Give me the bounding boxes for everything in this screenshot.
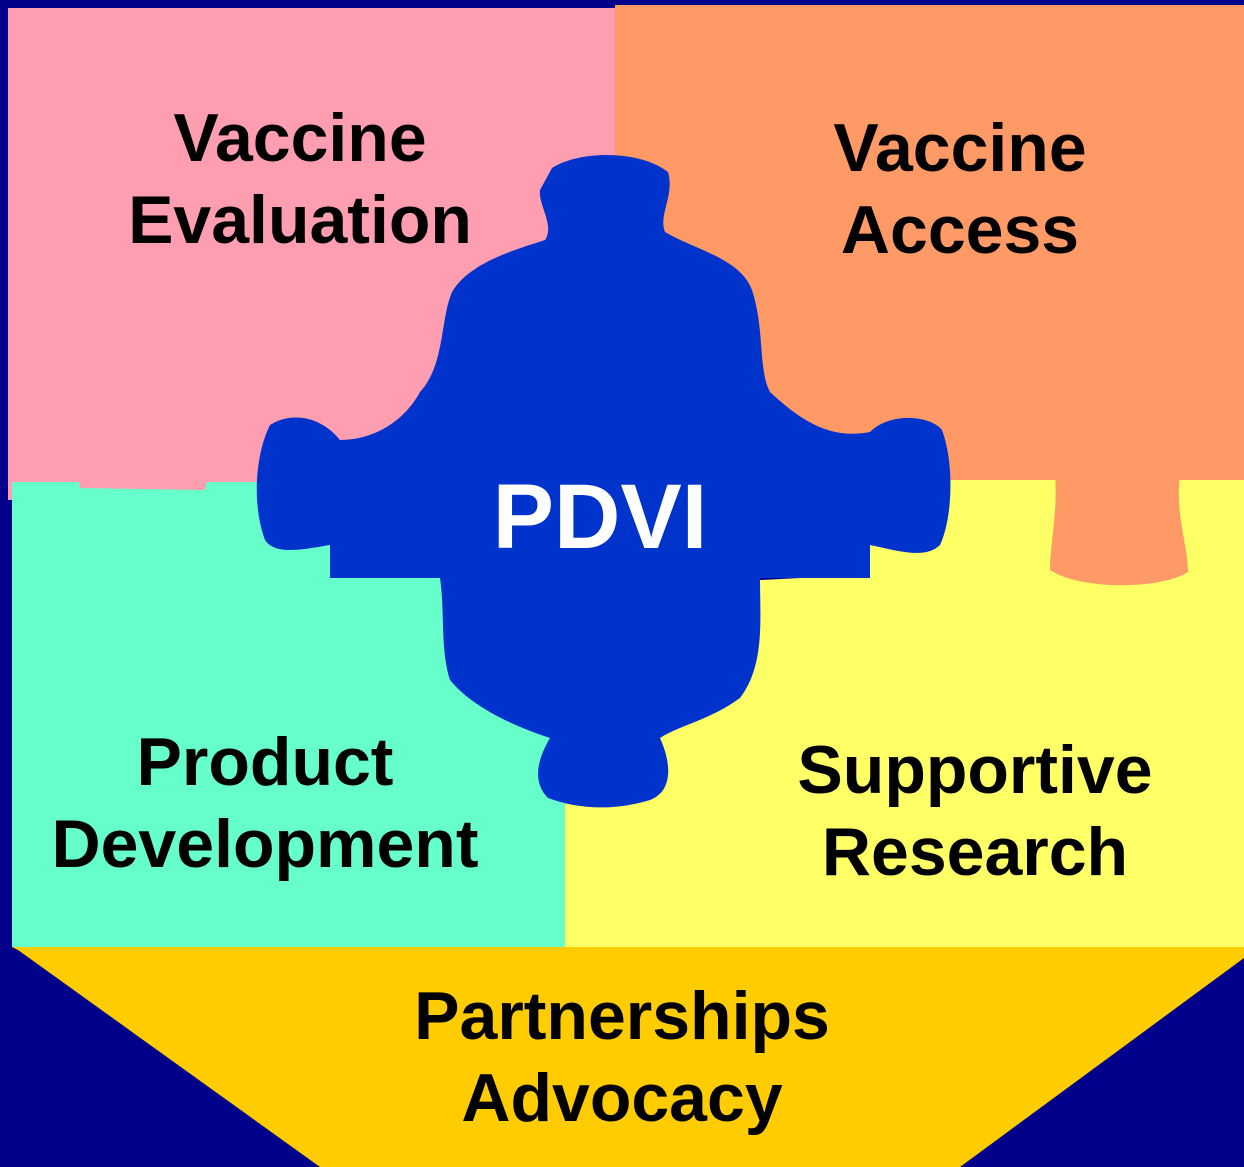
partnerships-advocacy-base <box>12 947 1244 1167</box>
vaccine-access-line1: Vaccine <box>833 110 1087 186</box>
partnerships-line: Partnerships <box>414 978 830 1054</box>
product-development-line2: Development <box>51 805 479 882</box>
vaccine-access-tab <box>1050 475 1188 586</box>
vaccine-access-label: Vaccine Access <box>720 108 1200 271</box>
supportive-research-line2: Research <box>821 813 1129 890</box>
partnerships-advocacy-label: Partnerships Advocacy <box>372 976 872 1139</box>
pdvi-center-piece <box>256 154 951 808</box>
supportive-research-line1: Supportive <box>797 732 1153 808</box>
vaccine-evaluation-line2: Evaluation <box>128 181 472 258</box>
vaccine-evaluation-line1: Vaccine <box>173 100 427 176</box>
supportive-research-label: Supportive Research <box>730 730 1220 893</box>
product-development-line1: Product <box>136 724 394 800</box>
vaccine-evaluation-tab <box>77 386 211 490</box>
pdvi-label: PDVI <box>492 466 708 568</box>
vaccine-evaluation-label: Vaccine Evaluation <box>60 98 540 261</box>
vaccine-access-line2: Access <box>840 191 1080 268</box>
advocacy-line: Advocacy <box>461 1059 783 1136</box>
product-development-label: Product Development <box>20 722 510 885</box>
